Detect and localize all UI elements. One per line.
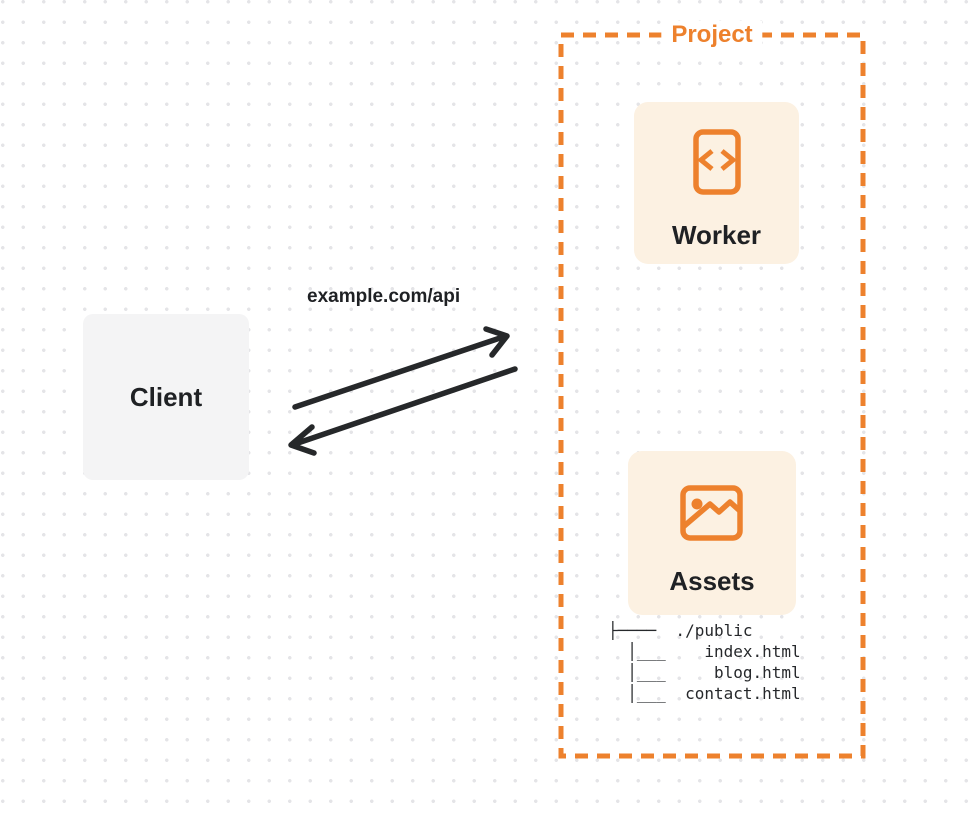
project-label: Project [661, 21, 763, 49]
project-dashed-border [558, 32, 866, 759]
assets-label: Assets [669, 566, 755, 596]
assets-node: Assets [628, 451, 796, 615]
worker-label: Worker [671, 220, 762, 250]
response-arrow [288, 366, 518, 456]
file-tree-root: ├──── ./public [608, 621, 753, 640]
client-label: Client [129, 381, 203, 412]
file-tree-item: │___ contact.html [608, 684, 801, 703]
request-url-label: example.com/api [307, 286, 461, 307]
client-node: Client [83, 314, 249, 480]
project-group: Project Worker Assets ├──── ./public │__… [558, 21, 866, 759]
file-tree: ├──── ./public │___ index.html │___ blog… [608, 620, 801, 704]
worker-node: Worker [634, 102, 799, 264]
file-tree-item: │___ blog.html [608, 663, 801, 682]
code-file-icon [692, 129, 741, 195]
image-icon [680, 485, 743, 541]
request-arrow [292, 326, 510, 410]
file-tree-item: │___ index.html [608, 642, 801, 661]
